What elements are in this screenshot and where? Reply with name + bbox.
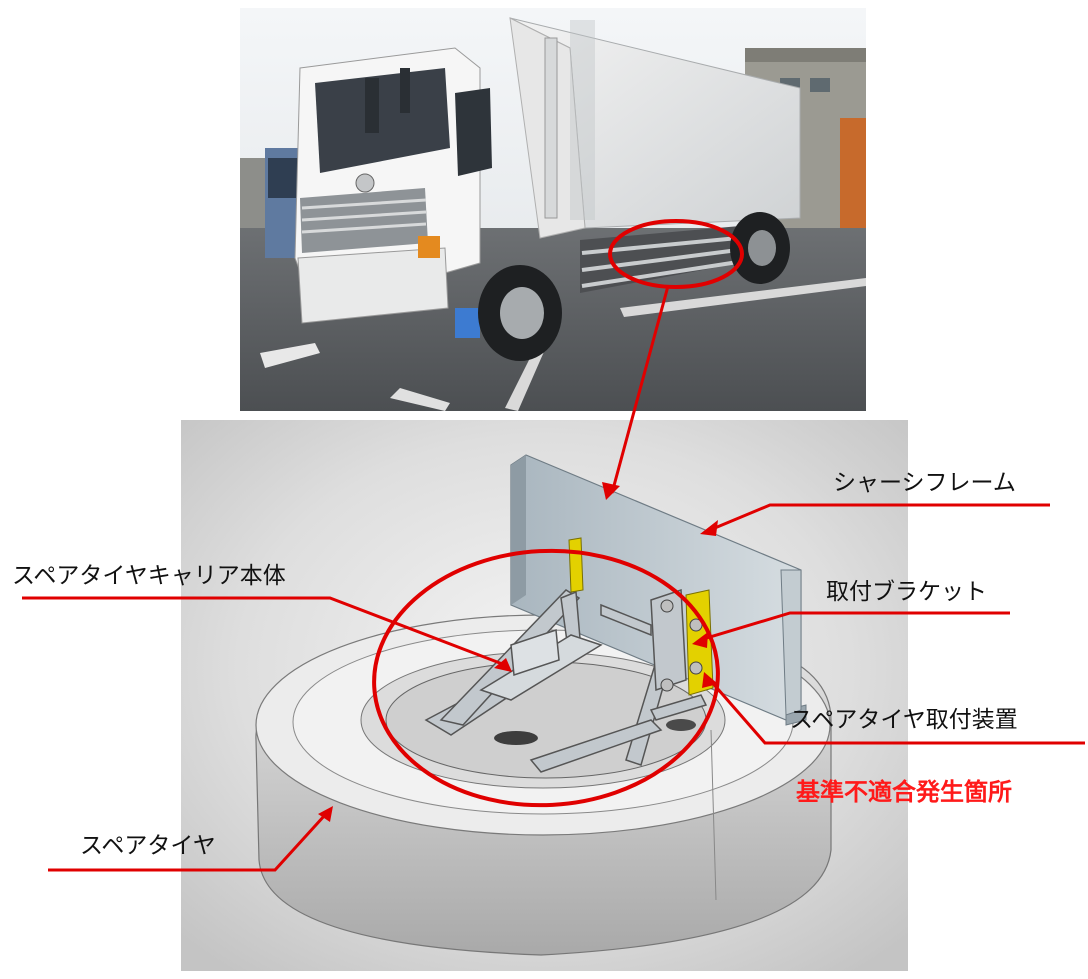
connector-arrow xyxy=(610,285,670,494)
leader-carrier-body xyxy=(22,596,506,667)
label-spare-tire-mount: スペアタイヤ取付装置 xyxy=(790,707,1018,733)
spare-tire-mount-render xyxy=(181,420,908,971)
leader-spare-tire xyxy=(48,813,327,872)
label-mount-bracket: 取付ブラケット xyxy=(826,579,987,605)
label-spare-tire: スペアタイヤ xyxy=(80,833,216,859)
leader-mount-bracket xyxy=(699,611,1010,642)
label-nonconformity-location: 基準不適合発生箇所 xyxy=(796,778,1012,806)
label-chassis-frame: シャーシフレーム xyxy=(833,470,1016,496)
truck-photo xyxy=(240,8,866,411)
label-carrier-body: スペアタイヤキャリア本体 xyxy=(12,563,286,589)
photo-highlight-ellipse xyxy=(608,219,744,289)
leader-chassis-frame xyxy=(709,503,1050,532)
leader-spare-tire-mount xyxy=(708,679,1085,745)
